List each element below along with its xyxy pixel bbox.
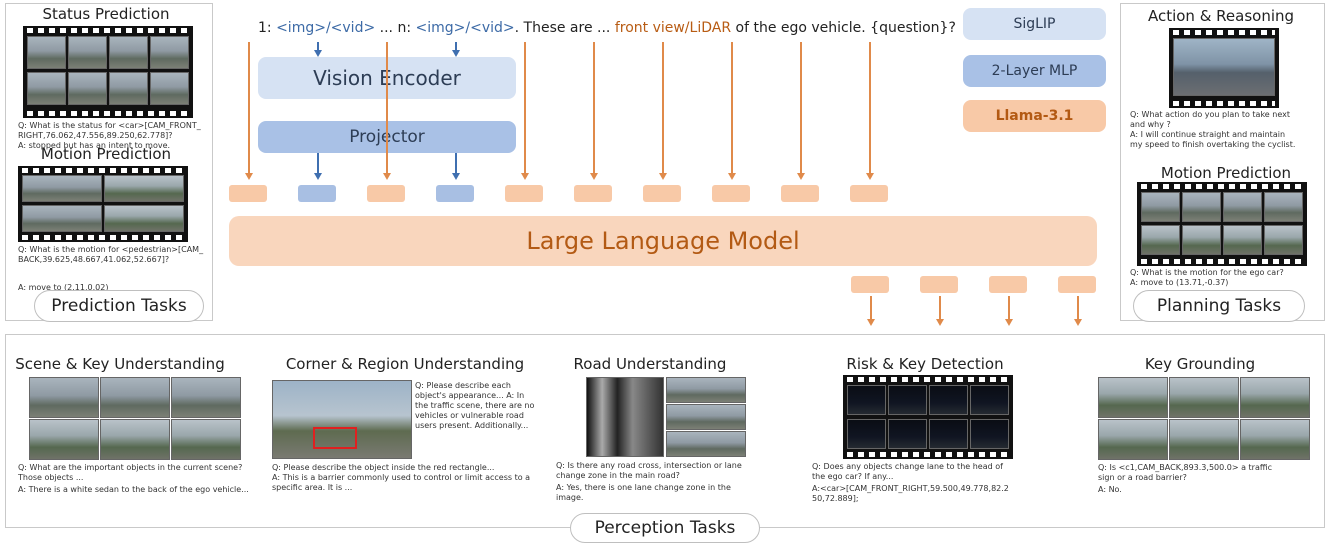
arrow-text-1 <box>248 42 250 174</box>
arrow-output-2 <box>939 296 941 320</box>
arrow-img-2-in-head <box>451 50 460 57</box>
token-text-7 <box>781 185 819 202</box>
arrow-text-4-head <box>589 173 598 180</box>
legend-mlp: 2-Layer MLP <box>963 55 1106 87</box>
task-a-grounding: A: No. <box>1098 485 1122 494</box>
arrow-output-2-head <box>935 319 944 326</box>
arrow-text-8 <box>869 42 871 174</box>
status-question: Q: What is the status for <car>[CAM_FRON… <box>18 121 201 140</box>
status-prediction-title: Status Prediction <box>42 5 170 23</box>
motion-prediction-title-right: Motion Prediction <box>1160 164 1292 182</box>
token-image-1 <box>298 185 336 202</box>
status-answer: A: stopped but has an intent to move. <box>18 141 171 150</box>
motion-question-left: Q: What is the motion for <pedestrian>[C… <box>18 245 204 264</box>
task-q-grounding: Q: Is <c1,CAM_BACK,893.3,500.0> a traffi… <box>1098 463 1272 482</box>
task-q-scene: Q: What are the important objects in the… <box>18 463 243 482</box>
task-title-scene: Scene & Key Understanding <box>15 355 225 373</box>
motion-prediction-film-right <box>1137 182 1307 266</box>
motion-prediction-film-left <box>18 166 188 242</box>
arrow-img-1-in <box>317 42 319 51</box>
status-prediction-film <box>23 26 193 118</box>
arrow-text-3-head <box>520 173 529 180</box>
arrow-output-3-head <box>1004 319 1013 326</box>
motion-answer-right: A: move to (13.71,-0.37) <box>1130 278 1229 287</box>
arrow-img-2-out-head <box>451 173 460 180</box>
arrow-img-1-in-head <box>313 50 322 57</box>
motion-prediction-title-left: Motion Prediction <box>40 145 172 163</box>
road-camera-image-1 <box>666 377 746 403</box>
legend-siglip: SigLIP <box>963 8 1106 40</box>
token-text-6 <box>712 185 750 202</box>
arrow-text-4 <box>593 42 595 174</box>
img-token-1: <img>/<vid> <box>276 20 376 36</box>
task-q-corner: Q: Please describe the object inside the… <box>272 463 495 472</box>
arrow-text-2 <box>386 42 388 174</box>
road-lidar-image <box>586 377 664 457</box>
legend-llama: Llama-3.1 <box>963 100 1106 132</box>
planning-tasks-label: Planning Tasks <box>1133 290 1305 322</box>
task-title-grounding: Key Grounding <box>1144 355 1256 373</box>
prediction-tasks-label: Prediction Tasks <box>34 290 204 322</box>
arrow-output-1 <box>870 296 872 320</box>
road-camera-image-2 <box>666 404 746 430</box>
token-text-4 <box>574 185 612 202</box>
task-title-corner: Corner & Region Understanding <box>285 355 525 373</box>
arrow-output-4 <box>1077 296 1079 320</box>
task-title-road: Road Understanding <box>573 355 727 373</box>
token-text-5 <box>643 185 681 202</box>
llm-box: Large Language Model <box>229 216 1097 266</box>
token-text-2 <box>367 185 405 202</box>
view-token: front view/LiDAR <box>614 20 732 36</box>
task-q-road: Q: Is there any road cross, intersection… <box>556 461 742 480</box>
perception-tasks-label: Perception Tasks <box>570 513 760 543</box>
task-title-risk: Risk & Key Detection <box>846 355 1004 373</box>
task-a-road: A: Yes, there is one lane change zone in… <box>556 483 731 502</box>
arrow-img-2-in <box>455 42 457 51</box>
task-a-corner: A: This is a barrier commonly used to co… <box>272 473 531 492</box>
arrow-text-6 <box>731 42 733 174</box>
corner-image <box>272 380 412 459</box>
risk-film <box>843 375 1013 459</box>
planning-panel: Action & Reasoning Q: What action do you… <box>1120 3 1325 321</box>
arrow-text-7-head <box>796 173 805 180</box>
action-film <box>1169 28 1279 108</box>
token-image-2 <box>436 185 474 202</box>
arrow-output-4-head <box>1073 319 1082 326</box>
arrow-img-2-out <box>455 153 457 174</box>
arrow-text-3 <box>524 42 526 174</box>
arrow-text-1-head <box>244 173 253 180</box>
task-q-risk: Q: Does any objects change lane to the h… <box>812 462 1003 481</box>
output-token-1 <box>851 276 889 293</box>
arrow-img-1-out-head <box>313 173 322 180</box>
output-token-4 <box>1058 276 1096 293</box>
task-a-risk: A:<car>[CAM_FRONT_RIGHT,59.500,49.778,82… <box>812 484 1009 503</box>
task-a-scene: A: There is a white sedan to the back of… <box>18 485 249 494</box>
output-token-2 <box>920 276 958 293</box>
arrow-output-1-head <box>866 319 875 326</box>
action-answer: A: I will continue straight and maintain… <box>1130 130 1296 149</box>
motion-question-right: Q: What is the motion for the ego car? <box>1130 268 1284 277</box>
token-text-3 <box>505 185 543 202</box>
arrow-text-5-head <box>658 173 667 180</box>
action-reasoning-title: Action & Reasoning <box>1147 7 1295 25</box>
token-text-1 <box>229 185 267 202</box>
motion-answer-left: A: move to (2.11,0.02) <box>18 283 109 292</box>
grounding-images <box>1098 377 1311 460</box>
prompt-text: 1: <img>/<vid> ... n: <img>/<vid>. These… <box>258 20 956 36</box>
prediction-panel: Status Prediction Q: What is the status … <box>5 3 213 321</box>
output-token-3 <box>989 276 1027 293</box>
action-question: Q: What action do you plan to take next … <box>1130 110 1290 129</box>
scene-images <box>29 377 242 460</box>
arrow-text-8-head <box>865 173 874 180</box>
arrow-text-7 <box>800 42 802 174</box>
road-camera-image-3 <box>666 431 746 457</box>
corner-side-text: Q: Please describe each object's appeara… <box>415 381 535 430</box>
arrow-text-5 <box>662 42 664 174</box>
token-text-8 <box>850 185 888 202</box>
arrow-output-3 <box>1008 296 1010 320</box>
img-token-n: <img>/<vid> <box>415 20 515 36</box>
arrow-img-1-out <box>317 153 319 174</box>
arrow-text-6-head <box>727 173 736 180</box>
arrow-text-2-head <box>382 173 391 180</box>
